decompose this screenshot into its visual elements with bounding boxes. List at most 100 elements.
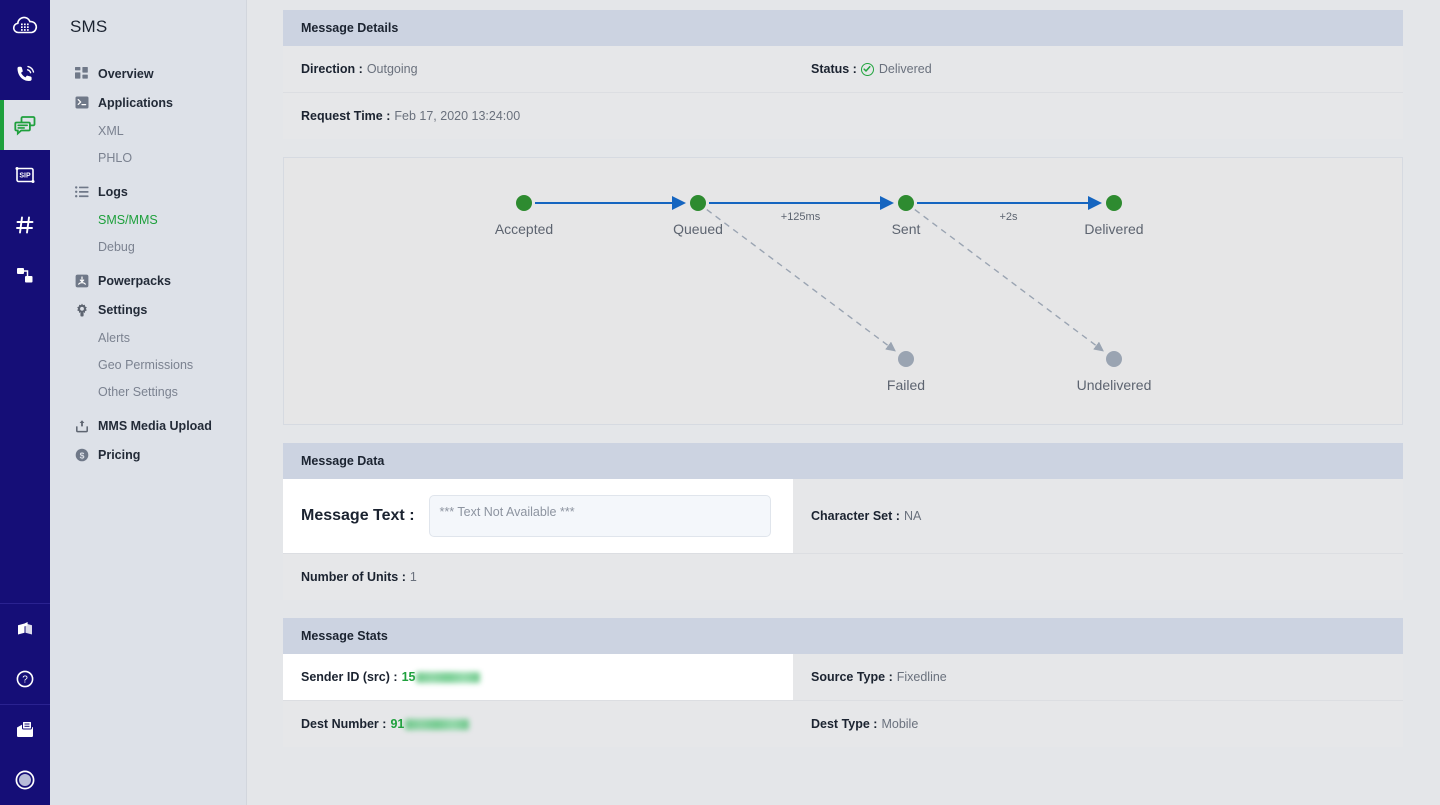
sidebar-item-label: Overview <box>98 66 154 81</box>
flow-node-delivered[interactable] <box>1106 195 1122 211</box>
sidebar-item-label: Settings <box>98 302 148 317</box>
sender-id-value: 15 <box>401 670 416 684</box>
upload-icon <box>74 418 89 433</box>
dest-number-cell: Dest Number : 91 <box>283 701 793 747</box>
sidebar-subitem-other-settings[interactable]: Other Settings <box>50 378 246 405</box>
docs-icon <box>14 618 36 640</box>
status-label: Status : <box>811 62 857 76</box>
table-row: Number of Units : 1 <box>283 554 1403 600</box>
flow-node-queued[interactable] <box>690 195 706 211</box>
sidebar-item-label: Powerpacks <box>98 273 171 288</box>
powerpack-icon <box>74 273 89 288</box>
sidebar-subitem-label: XML <box>98 123 124 138</box>
units-cell: Number of Units : 1 <box>283 554 793 600</box>
svg-text:$: $ <box>79 450 84 460</box>
rail-item-numbers[interactable] <box>0 200 50 250</box>
sip-icon: SIP <box>13 164 37 186</box>
direction-label: Direction : <box>301 62 363 76</box>
flow-node-label: Queued <box>673 221 723 237</box>
rail-item-cloud-platform[interactable] <box>0 0 50 50</box>
sidebar-subitem-alerts[interactable]: Alerts <box>50 324 246 351</box>
sidebar-item-applications[interactable]: Applications <box>50 88 246 117</box>
sidebar-item-label: Logs <box>98 184 128 199</box>
sidebar-subitem-label: Other Settings <box>98 384 178 399</box>
message-details-title: Message Details <box>283 10 1403 46</box>
status-cell: Status : Delivered <box>793 46 1403 92</box>
sidebar-subitem-label: PHLO <box>98 150 133 165</box>
sidebar-subitem-sms-mms[interactable]: SMS/MMS <box>50 206 246 233</box>
sidebar-item-overview[interactable]: Overview <box>50 59 246 88</box>
flow-edge <box>914 209 1104 352</box>
account-icon <box>13 768 37 792</box>
rail-item-voice[interactable] <box>0 50 50 100</box>
flow-edge-label: +2s <box>999 211 1018 223</box>
terminal-icon <box>74 95 89 110</box>
flow-node-failed[interactable] <box>898 351 914 367</box>
flow-node-label: Accepted <box>495 221 553 237</box>
sidebar-subitem-label: Geo Permissions <box>98 357 194 372</box>
icon-rail-bottom: ? <box>0 603 50 805</box>
sender-id-label: Sender ID (src) : <box>301 670 398 684</box>
dest-type-value: Mobile <box>881 717 919 731</box>
sidebar-subitem-geo-permissions[interactable]: Geo Permissions <box>50 351 246 378</box>
source-type-value: Fixedline <box>896 670 947 684</box>
units-label: Number of Units : <box>301 570 406 584</box>
sidebar-item-logs[interactable]: Logs <box>50 177 246 206</box>
sidebar-subitem-label: Alerts <box>98 330 130 345</box>
sidebar-subitem-phlo[interactable]: PHLO <box>50 144 246 171</box>
character-set-label: Character Set : <box>811 509 900 523</box>
icon-rail-top: SIP <box>0 0 50 300</box>
messaging-icon <box>13 114 38 137</box>
sidebar-item-mms-media-upload[interactable]: MMS Media Upload <box>50 411 246 440</box>
sidebar-item-pricing[interactable]: $ Pricing <box>50 440 246 469</box>
list-icon <box>74 184 89 199</box>
sidebar-item-settings[interactable]: Settings <box>50 295 246 324</box>
grid-icon <box>74 66 89 81</box>
flow-node-sent[interactable] <box>898 195 914 211</box>
rail-item-help[interactable]: ? <box>0 654 50 704</box>
flow-node-label: Failed <box>887 377 925 393</box>
rail-item-network[interactable] <box>0 250 50 300</box>
main-content: Message Details Direction : Outgoing Sta… <box>247 0 1440 805</box>
dest-type-cell: Dest Type : Mobile <box>793 701 1403 747</box>
sidebar-item-label: MMS Media Upload <box>98 418 212 433</box>
sender-id-redaction <box>416 671 481 683</box>
message-data-panel: Message Data Message Text : Character Se… <box>283 443 1403 600</box>
rail-divider-bottom <box>0 704 50 705</box>
flow-node-label: Sent <box>892 221 921 237</box>
character-set-cell: Character Set : NA <box>793 479 1403 553</box>
flow-edge-label: +125ms <box>781 211 821 223</box>
flow-edge <box>706 209 896 352</box>
page-title: SMS <box>70 17 108 36</box>
numbers-icon <box>14 214 36 236</box>
rail-item-sip[interactable]: SIP <box>0 150 50 200</box>
dest-type-label: Dest Type : <box>811 717 878 731</box>
table-row: Sender ID (src) : 15 Source Type : Fixed… <box>283 654 1403 701</box>
rail-item-docs[interactable] <box>0 604 50 654</box>
table-row: Direction : Outgoing Status : Delivered <box>283 46 1403 93</box>
sidebar: SMS Overview Applications XML <box>50 0 247 805</box>
units-value: 1 <box>409 570 417 584</box>
dest-number-value: 91 <box>390 717 405 731</box>
source-type-label: Source Type : <box>811 670 893 684</box>
rail-item-messaging[interactable] <box>0 100 50 150</box>
flow-node-accepted[interactable] <box>516 195 532 211</box>
icon-rail: SIP <box>0 0 50 805</box>
dollar-icon: $ <box>74 447 89 462</box>
help-icon: ? <box>14 668 36 690</box>
request-time-value: Feb 17, 2020 13:24:00 <box>394 109 521 123</box>
message-text-input[interactable] <box>428 495 771 537</box>
rail-item-billing[interactable] <box>0 705 50 755</box>
message-stats-title: Message Stats <box>283 618 1403 654</box>
rail-item-account[interactable] <box>0 755 50 805</box>
sidebar-item-powerpacks[interactable]: Powerpacks <box>50 266 246 295</box>
sidebar-subitem-xml[interactable]: XML <box>50 117 246 144</box>
empty-cell <box>793 93 1403 139</box>
cloud-platform-icon <box>12 14 38 36</box>
flow-node-label: Undelivered <box>1077 377 1152 393</box>
sidebar-subitem-debug[interactable]: Debug <box>50 233 246 260</box>
flow-node-undelivered[interactable] <box>1106 351 1122 367</box>
